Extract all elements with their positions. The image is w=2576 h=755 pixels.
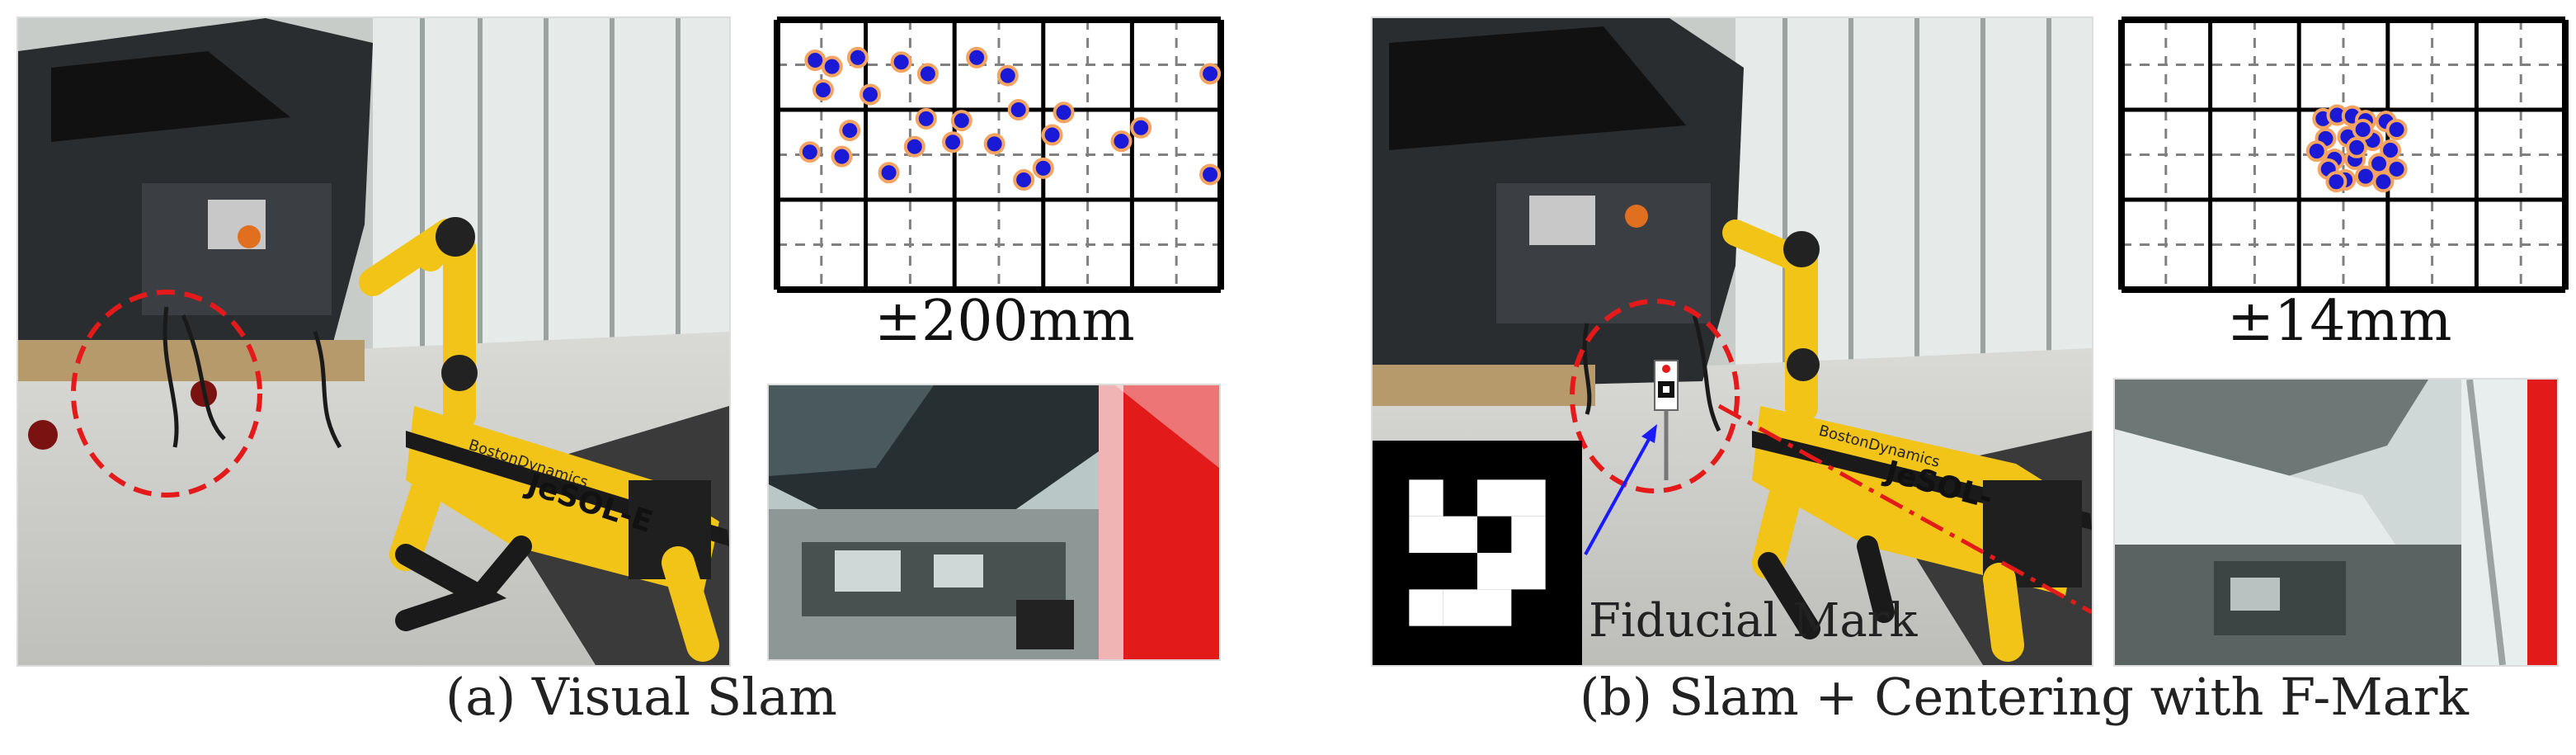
data-point	[846, 46, 869, 68]
data-point	[2385, 158, 2408, 180]
range-label-a: ±200mm	[874, 289, 1135, 354]
data-point	[2354, 165, 2376, 187]
data-point	[966, 46, 988, 68]
panel-b-robot-photo: BostonDynamics JeSOL- Fiducial Mark	[1371, 17, 2093, 667]
data-point	[915, 107, 937, 130]
data-point	[2385, 118, 2408, 140]
panel-a-robot-photo-drawing: BostonDynamics JeSOL-E	[18, 18, 729, 665]
panel-b-camera-view-drawing	[2115, 380, 2557, 665]
data-point	[1130, 116, 1152, 139]
data-point	[2352, 118, 2374, 140]
target-highlight-circle	[71, 290, 262, 498]
data-point	[1110, 130, 1133, 153]
data-point	[2380, 139, 2402, 162]
data-point	[1032, 157, 1054, 179]
fiducial-pointer-arrow	[1584, 434, 1653, 555]
data-point	[1013, 169, 1035, 191]
panel-a-robot-photo: BostonDynamics JeSOL-E	[16, 17, 731, 667]
data-point	[1041, 124, 1063, 146]
data-point	[859, 83, 881, 106]
panel-b-camera-view	[2113, 378, 2559, 667]
data-point	[812, 79, 834, 101]
data-point	[2305, 140, 2328, 163]
data-point	[1199, 63, 1222, 85]
panel-a-camera-view-drawing	[769, 385, 1219, 659]
data-point	[798, 141, 821, 163]
data-point	[890, 51, 912, 73]
data-point	[2346, 136, 2368, 158]
data-point	[1007, 99, 1029, 120]
data-point	[1053, 101, 1075, 124]
caption-a: (a) Visual Slam	[445, 667, 837, 727]
target-highlight-circle	[1570, 299, 1740, 493]
data-point	[2325, 171, 2348, 193]
data-point	[903, 135, 925, 158]
data-point	[2372, 171, 2395, 193]
scatter-grid-b	[2118, 17, 2569, 293]
data-point	[950, 110, 972, 132]
fiducial-mark-label: Fiducial Mark	[1589, 594, 1918, 648]
data-point	[942, 131, 964, 153]
data-point	[983, 133, 1005, 155]
data-point	[996, 64, 1019, 87]
scatter-grid-a	[774, 17, 1224, 293]
data-point	[831, 145, 853, 168]
fiducial-marker-inset	[1373, 441, 1582, 665]
range-label-b: ±14mm	[2227, 289, 2452, 354]
fiducial-marker-icon	[1375, 443, 1580, 663]
caption-b: (b) Slam + Centering with F-Mark	[1580, 667, 2469, 727]
panel-a-camera-view	[767, 384, 1221, 661]
data-point	[821, 55, 843, 78]
data-point	[878, 162, 900, 184]
data-point	[1199, 163, 1222, 186]
data-point	[916, 63, 939, 85]
data-point	[839, 120, 861, 142]
panel-b-robot-photo-drawing: BostonDynamics JeSOL-	[1373, 18, 2092, 665]
